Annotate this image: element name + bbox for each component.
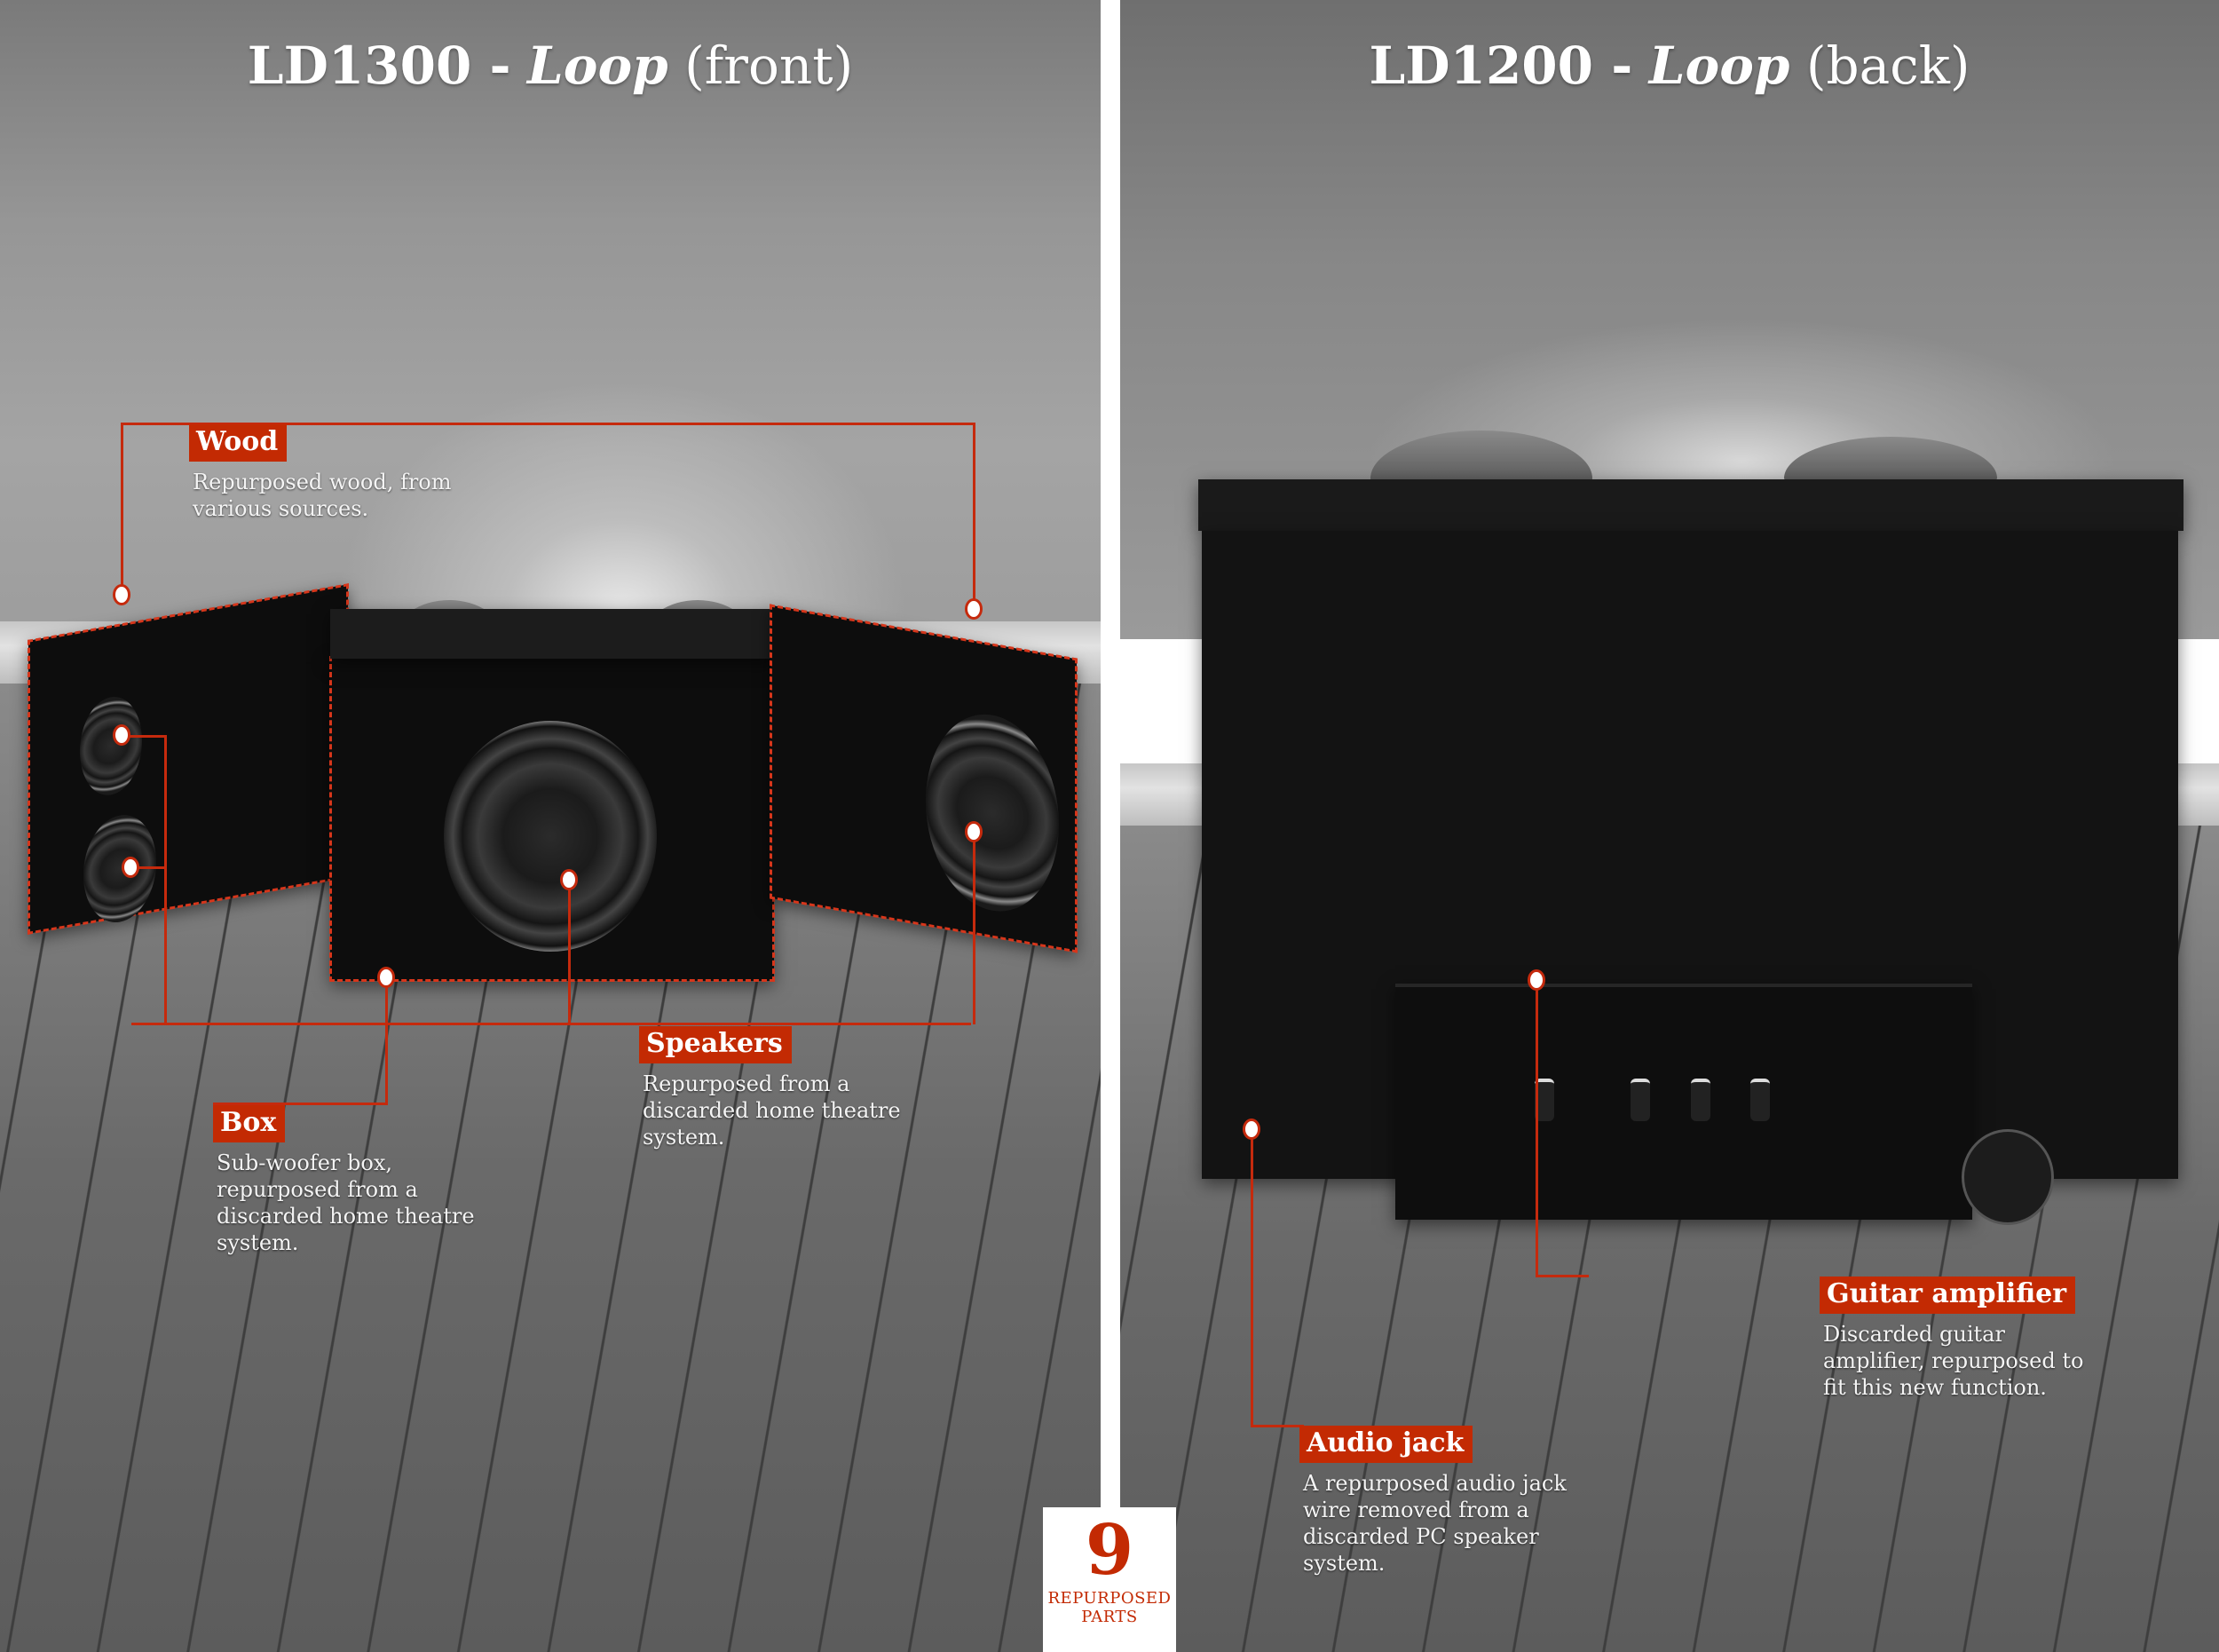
knob-icon	[1750, 1079, 1770, 1121]
callout-line	[121, 423, 975, 425]
callout-audio-jack: Audio jack A repurposed audio jack wire …	[1299, 1426, 1567, 1577]
knob-icon	[1631, 1079, 1650, 1121]
knob-icon	[1691, 1079, 1710, 1121]
callout-point	[113, 724, 130, 746]
power-socket-icon	[1962, 1129, 2054, 1225]
callout-label: Guitar amplifier	[1820, 1277, 2076, 1314]
product-name: Loop	[1648, 36, 1790, 96]
callout-point	[1528, 969, 1545, 991]
callout-description: Repurposed wood, from various sources.	[193, 470, 452, 521]
callout-point	[113, 584, 130, 605]
center-box-top	[330, 609, 774, 659]
left-speaker-cabinet	[28, 583, 349, 935]
wall-background	[0, 0, 1101, 639]
front-view-panel: LD1300 - Loop (front) Wood Repurposed wo…	[0, 0, 1101, 1652]
callout-line	[164, 735, 167, 1024]
callout-description: Discarded guitar amplifier, repurposed t…	[1823, 1322, 2084, 1400]
callout-point	[965, 821, 983, 842]
callout-line	[1251, 1425, 1304, 1427]
callout-point	[122, 857, 139, 878]
center-subwoofer-box	[329, 656, 775, 982]
panel-divider	[1101, 0, 1120, 1652]
callout-label: Speakers	[639, 1026, 792, 1063]
model-number: LD1200 -	[1369, 36, 1633, 96]
badge-label-line1: REPURPOSED	[1047, 1589, 1172, 1608]
callout-line	[1536, 980, 1538, 1277]
subwoofer-cone-icon	[444, 721, 657, 952]
tweeter-icon	[80, 692, 142, 801]
model-number: LD1300 -	[247, 36, 511, 96]
callout-line	[973, 832, 975, 1024]
view-label: (back)	[1805, 36, 1970, 96]
callout-line	[1251, 1129, 1253, 1427]
back-view-panel: LD1200 - Loop (back) Guitar amplifier Di…	[1120, 0, 2219, 1652]
callout-line	[1536, 1275, 1589, 1277]
badge-label-line2: PARTS	[1081, 1608, 1138, 1626]
front-title: LD1300 - Loop (front)	[0, 36, 1101, 96]
callout-description: Repurposed from a discarded home theatre…	[643, 1071, 901, 1150]
woofer-icon	[926, 703, 1059, 922]
callout-line	[122, 735, 166, 738]
repurposed-parts-badge: 9 REPURPOSED PARTS	[1043, 1507, 1176, 1652]
callout-label: Box	[213, 1105, 286, 1142]
view-label: (front)	[684, 36, 854, 96]
callout-line	[213, 1103, 388, 1105]
callout-guitar-amplifier: Guitar amplifier Discarded guitar amplif…	[1820, 1277, 2083, 1401]
callout-label: Audio jack	[1299, 1426, 1473, 1463]
callout-line	[568, 881, 571, 1024]
knob-icon	[1535, 1079, 1554, 1121]
callout-point	[965, 598, 983, 620]
box-lid	[1198, 479, 2183, 531]
callout-point	[560, 869, 578, 890]
right-speaker-cabinet	[770, 604, 1078, 953]
callout-point	[377, 967, 395, 988]
guitar-amplifier	[1395, 984, 1972, 1220]
callout-description: Sub-woofer box, repurposed from a discar…	[217, 1150, 475, 1255]
callout-line	[385, 978, 388, 1104]
parts-count: 9	[1085, 1510, 1134, 1591]
callout-speakers: Speakers Repurposed from a discarded hom…	[639, 1026, 901, 1150]
callout-label: Wood	[189, 424, 288, 462]
callout-point	[1243, 1118, 1260, 1140]
callout-box: Box Sub-woofer box, repurposed from a di…	[213, 1105, 475, 1256]
product-name: Loop	[527, 36, 668, 96]
callout-description: A repurposed audio jack wire removed fro…	[1303, 1471, 1567, 1576]
callout-wood: Wood Repurposed wood, from various sourc…	[189, 424, 452, 522]
callout-line	[131, 1023, 971, 1025]
callout-line	[121, 423, 123, 595]
callout-line	[973, 423, 975, 609]
back-title: LD1200 - Loop (back)	[1120, 36, 2219, 96]
callout-line	[130, 866, 166, 869]
